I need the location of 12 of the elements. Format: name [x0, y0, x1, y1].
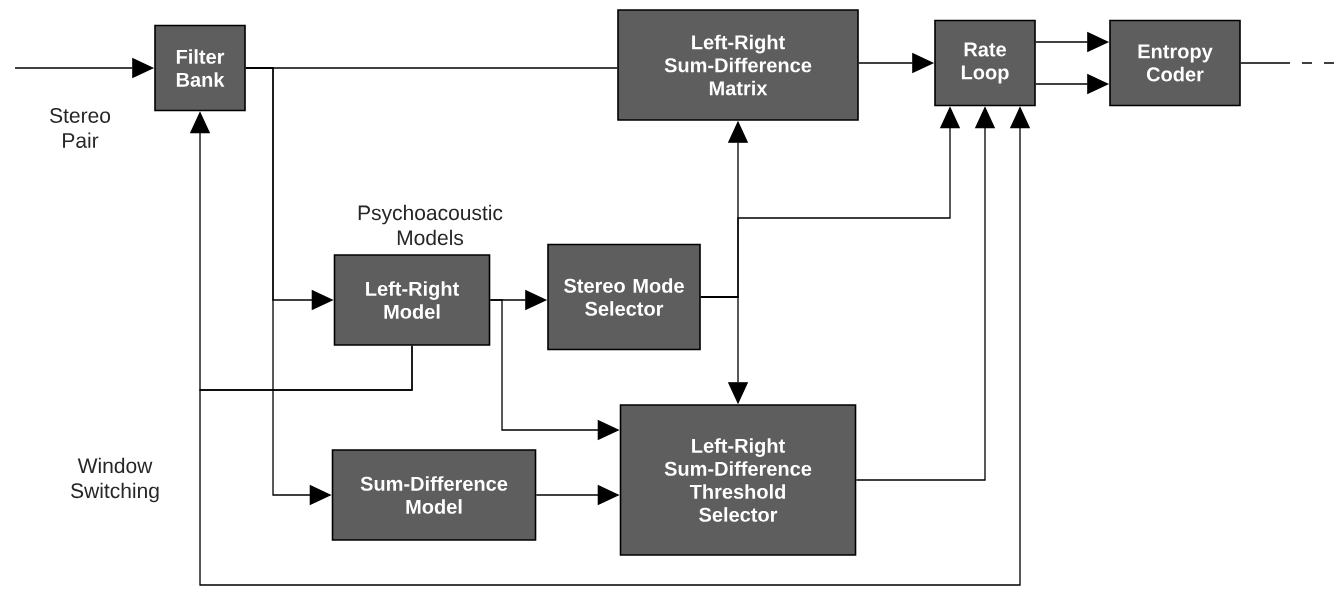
process-box: Left-Right Sum-Difference Matrix	[617, 9, 859, 121]
arrow	[1240, 62, 1335, 64]
process-box: Filter Bank	[154, 24, 246, 112]
label-text: Stereo Pair	[50, 108, 111, 148]
process-box: Left-Right Sum-Difference Threshold Selector	[619, 404, 857, 556]
process-box: Stereo Mode Selector	[547, 243, 701, 351]
label-text: Psychoacoustic Models	[358, 204, 503, 246]
process-box: Sum-Difference Model	[331, 449, 537, 541]
process-box: Left-Right Model	[333, 254, 491, 346]
label-text: Window Switching	[71, 457, 159, 503]
process-box: Entropy Coder	[1109, 19, 1241, 107]
process-box: Rate Loop	[934, 19, 1036, 107]
